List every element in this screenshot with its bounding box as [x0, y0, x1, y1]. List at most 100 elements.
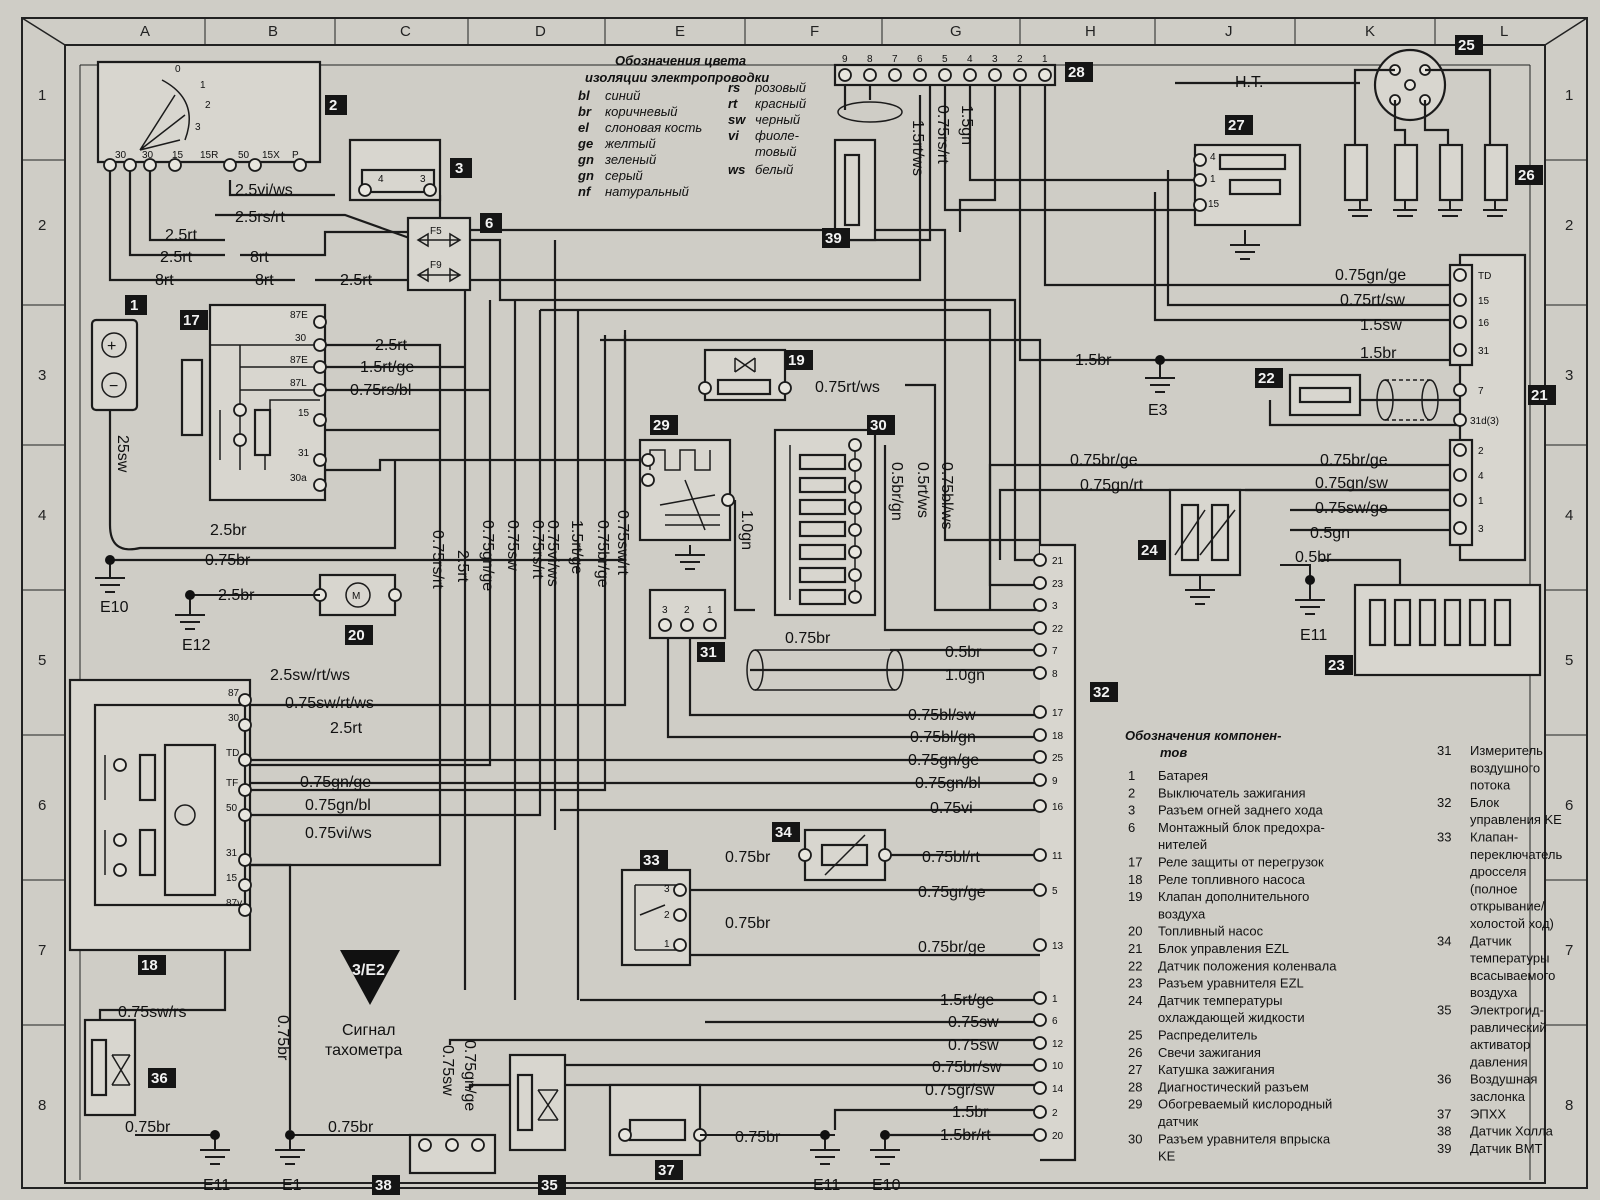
color-name: желтый: [604, 136, 656, 151]
component-tag: 27: [1225, 115, 1253, 135]
component-description: управления KE: [1470, 812, 1562, 827]
svg-text:+: +: [107, 338, 116, 355]
wire-label: 0.75rt/ws: [815, 379, 880, 396]
wire-label: 0.75sw: [504, 520, 521, 571]
pin-label: 15: [1208, 199, 1220, 210]
ground-label: E12: [182, 637, 211, 654]
pin-label: 87: [228, 688, 240, 699]
pin-label: 1: [664, 939, 670, 950]
wire-labels: 2.5vi/ws 2.5rs/rt 2.5rt 2.5rt 8rt 8rt 8r…: [114, 105, 1406, 1146]
tach-signal: 3/E2 Сигнал тахометра: [325, 950, 402, 1059]
wire-label: 1.5gn: [958, 105, 975, 145]
component-tag: 36: [148, 1068, 176, 1088]
ignition-coil: 4 1 15 H.T.: [1193, 74, 1302, 227]
air-flap: [83, 1018, 137, 1117]
svg-text:36: 36: [151, 1070, 168, 1087]
pin-label: TD: [1478, 271, 1491, 282]
wire-label: 0.75gn/ge: [908, 752, 979, 769]
pin-label: 87L: [290, 378, 307, 389]
wire-label: 1.5rt/ge: [360, 359, 414, 376]
fuse-label: F9: [430, 260, 442, 271]
wire-label: 0.75rs/rt: [934, 105, 951, 164]
wire-label: 0.75gn/sw: [1315, 475, 1388, 492]
wire-label: 0.75vi/ws: [305, 825, 372, 842]
component-number: 19: [1128, 889, 1142, 904]
grid-col: K: [1365, 23, 1375, 40]
grid-col: C: [400, 23, 411, 40]
ezl-control-unit: TD 15 16 31 7 31d(3) 2 4 1 3: [1448, 253, 1527, 562]
ground-label: E11: [203, 1177, 230, 1194]
component-description: холостой ход): [1470, 916, 1554, 931]
component-tag: 17: [180, 310, 208, 330]
component-description: Выключатель зажигания: [1158, 785, 1306, 800]
wire-label: 0.5gn: [1310, 525, 1350, 542]
component-description: Датчик ВМТ: [1470, 1141, 1543, 1156]
wire-label: 1.5sw: [1360, 317, 1402, 334]
component-tag: 26: [1515, 165, 1543, 185]
pin-label: 30: [228, 713, 240, 724]
tach-ref: 3/E2: [352, 962, 385, 979]
wire-label: 0.5br/gn: [888, 462, 905, 521]
coolant-temp-sensor: [1168, 488, 1242, 577]
component-description: Клапан дополнительного: [1158, 889, 1309, 904]
wire-label: 8rt: [250, 249, 269, 266]
pin-label: 21: [1052, 556, 1064, 567]
component-description: Датчик температуры: [1158, 993, 1282, 1008]
wire-label: 2.5rt: [340, 272, 373, 289]
wire-label: 0.75rs/bl: [350, 382, 411, 399]
pin-label: 9: [1052, 776, 1058, 787]
intake-temp-sensor: [798, 828, 892, 882]
pin-label: 30a: [290, 473, 307, 484]
pin-label: 5: [942, 54, 948, 65]
wire-label: 0.75gn/bl: [915, 775, 981, 792]
pin-label: TF: [226, 778, 238, 789]
ground-label: E11: [813, 1177, 840, 1194]
component-number: 37: [1437, 1106, 1451, 1121]
wire-label: 0.75rs/rt: [529, 520, 546, 579]
pin-label: 7: [892, 54, 898, 65]
switch-terminal: 30: [115, 150, 127, 161]
component-number: 33: [1437, 830, 1451, 845]
color-name: красный: [755, 96, 806, 111]
component-description: дросселя: [1470, 864, 1526, 879]
pressure-actuator: [508, 1053, 567, 1152]
ground-symbol: E11: [1280, 564, 1327, 644]
component-number: 2: [1128, 785, 1135, 800]
svg-text:28: 28: [1068, 64, 1085, 81]
component-number: 28: [1128, 1079, 1142, 1094]
pin-label: 6: [1052, 1016, 1058, 1027]
svg-text:21: 21: [1531, 387, 1548, 404]
component-tag: 33: [640, 850, 668, 870]
color-code: vi: [728, 128, 739, 143]
grid-row: 5: [1565, 652, 1573, 669]
switch-position: 0: [175, 64, 181, 75]
wire-label: 2.5sw/rt/ws: [270, 667, 350, 684]
component-description: Датчик: [1470, 933, 1512, 948]
color-name: зеленый: [604, 152, 656, 167]
wire-label: 2.5rt: [165, 227, 198, 244]
pin-label: 3: [662, 605, 668, 616]
wire-label: 0.5rt/ws: [914, 462, 931, 518]
component-description: Разъем уравнителя EZL: [1158, 976, 1304, 991]
legend-title: изоляции электропроводки: [585, 70, 769, 85]
grid-row: 1: [38, 87, 46, 104]
pin-label: TD: [226, 748, 239, 759]
color-name: коричневый: [605, 104, 678, 119]
component-tag: 19: [785, 350, 813, 370]
component-tag: 18: [138, 955, 166, 975]
wire-label: 0.75gr/sw: [925, 1082, 995, 1099]
legend-title: Обозначения компонен-: [1125, 728, 1281, 743]
grid-col: F: [810, 23, 819, 40]
idle-valve: [608, 1083, 707, 1157]
wire-label: 0.75br: [328, 1119, 374, 1136]
pin-label: 2: [664, 910, 670, 921]
switch-terminal: 15R: [200, 150, 218, 161]
distributor: [1353, 48, 1492, 145]
component-description: заслонка: [1470, 1089, 1526, 1104]
coil-label: H.T.: [1235, 74, 1263, 91]
component-number: 20: [1128, 924, 1142, 939]
pin-label: 6: [917, 54, 923, 65]
grid-row: 3: [1565, 367, 1573, 384]
svg-text:17: 17: [183, 312, 200, 329]
pin-label: 4: [1478, 471, 1484, 482]
